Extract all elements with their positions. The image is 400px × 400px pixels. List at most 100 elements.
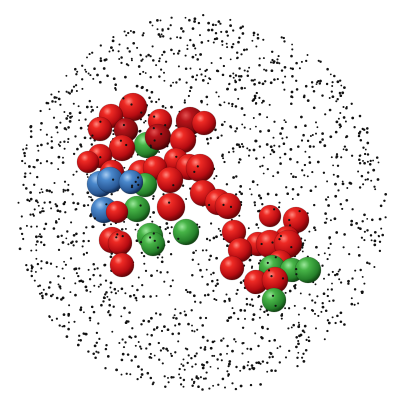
surface-dot xyxy=(336,80,340,84)
surface-dot xyxy=(377,161,380,164)
surface-dot xyxy=(381,233,385,237)
surface-dot xyxy=(74,282,77,285)
surface-dot xyxy=(273,338,276,342)
surface-dot xyxy=(266,361,269,365)
surface-dot xyxy=(33,279,36,282)
surface-dot xyxy=(20,232,24,236)
surface-dot xyxy=(120,315,123,318)
surface-dot xyxy=(331,282,333,285)
surface-dot xyxy=(89,214,92,218)
surface-dot xyxy=(195,74,199,77)
surface-dot xyxy=(345,148,348,152)
surface-dot xyxy=(287,307,291,310)
surface-dot xyxy=(70,89,74,92)
surface-dot xyxy=(57,97,61,101)
surface-dot xyxy=(315,121,317,124)
surface-dot xyxy=(200,41,204,44)
surface-dot xyxy=(311,171,314,174)
surface-dot xyxy=(163,325,166,328)
surface-dot xyxy=(158,57,161,60)
surface-dot xyxy=(290,246,293,249)
surface-dot xyxy=(362,159,364,162)
surface-dot xyxy=(99,274,102,277)
surface-dot xyxy=(306,54,309,56)
surface-dot xyxy=(104,279,108,282)
surface-dot xyxy=(138,72,142,76)
surface-dot xyxy=(93,268,96,271)
surface-dot xyxy=(213,177,216,180)
surface-dot xyxy=(113,287,117,291)
surface-dot xyxy=(86,176,89,178)
surface-dot xyxy=(363,152,367,156)
surface-dot xyxy=(273,120,276,123)
surface-dot xyxy=(108,303,111,307)
surface-dot xyxy=(233,338,236,341)
surface-dot xyxy=(252,98,256,101)
surface-dot xyxy=(254,139,258,143)
surface-dot xyxy=(183,310,186,313)
surface-dot xyxy=(92,77,95,80)
surface-dot xyxy=(229,74,232,78)
atom-sphere-red xyxy=(76,150,100,174)
surface-dot xyxy=(273,78,276,81)
surface-dot xyxy=(219,56,222,60)
atom-sphere-red xyxy=(219,255,245,281)
surface-dot xyxy=(151,24,154,27)
surface-dot xyxy=(232,76,235,79)
surface-dot xyxy=(62,313,66,316)
surface-dot xyxy=(163,71,165,74)
surface-dot xyxy=(58,144,61,147)
surface-dot xyxy=(169,84,173,87)
surface-dot xyxy=(359,227,362,231)
surface-dot xyxy=(123,306,126,310)
surface-dot xyxy=(136,223,139,226)
surface-dot xyxy=(223,299,227,303)
surface-dot xyxy=(93,284,96,287)
surface-dot xyxy=(262,156,265,159)
surface-dot xyxy=(17,201,20,204)
surface-dot xyxy=(209,137,212,140)
surface-dot xyxy=(351,116,355,120)
surface-dot xyxy=(363,282,366,285)
surface-dot xyxy=(219,229,222,232)
surface-dot xyxy=(91,134,94,137)
surface-dot xyxy=(234,130,237,133)
surface-dot xyxy=(38,284,42,287)
surface-dot xyxy=(326,288,329,291)
surface-dot xyxy=(160,329,164,333)
surface-dot xyxy=(270,275,273,278)
surface-dot xyxy=(82,332,85,335)
surface-dot xyxy=(191,324,193,327)
surface-dot xyxy=(90,143,94,146)
surface-dot xyxy=(185,198,188,200)
surface-dot xyxy=(97,285,100,288)
surface-dot xyxy=(36,144,39,148)
surface-dot xyxy=(259,362,262,365)
surface-dot xyxy=(50,161,53,165)
surface-dot xyxy=(72,102,75,105)
surface-dot xyxy=(268,103,271,106)
atom-sphere-red xyxy=(185,153,215,183)
surface-dot xyxy=(59,141,62,144)
surface-dot xyxy=(266,116,269,119)
surface-dot xyxy=(249,128,252,130)
surface-dot xyxy=(157,341,160,345)
surface-dot xyxy=(129,30,132,32)
atom-sphere-blue xyxy=(118,169,144,195)
atom-sphere-red xyxy=(109,252,135,278)
surface-dot xyxy=(140,86,144,90)
surface-dot xyxy=(91,108,94,112)
surface-dot xyxy=(238,67,241,70)
surface-dot xyxy=(40,143,43,147)
surface-dot xyxy=(209,346,213,350)
surface-dot xyxy=(315,83,318,85)
surface-dot xyxy=(40,121,43,125)
surface-dot xyxy=(309,135,312,137)
surface-dot xyxy=(148,342,152,346)
surface-dot xyxy=(239,185,243,188)
surface-dot xyxy=(197,385,200,388)
surface-dot xyxy=(24,162,27,165)
surface-dot xyxy=(120,358,124,362)
